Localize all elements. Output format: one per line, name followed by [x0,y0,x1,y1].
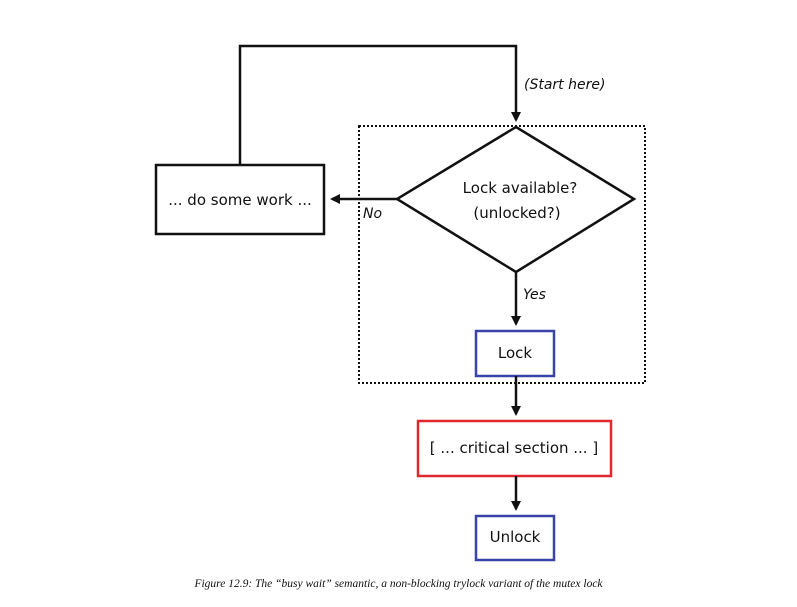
figure-caption: Figure 12.9: The “busy wait” semantic, a… [194,578,603,590]
trylock-region [358,125,646,384]
yes-label: Yes [523,287,546,303]
lock-label: Lock [498,344,533,362]
critical-section-label: [ ... critical section ... ] [430,439,598,457]
critical-section-box [416,419,613,478]
unlock-label: Unlock [490,528,541,546]
unlock-box [474,514,556,562]
work-box [154,163,326,236]
decision-label: Lock available? [463,179,578,197]
start-label: (Start here) [524,77,605,93]
decision-sublabel: (unlocked?) [473,204,560,222]
loop-edge [238,44,521,165]
no-label: No [363,206,382,222]
decision-diamond [394,125,637,274]
work-label: ... do some work ... [168,191,312,209]
